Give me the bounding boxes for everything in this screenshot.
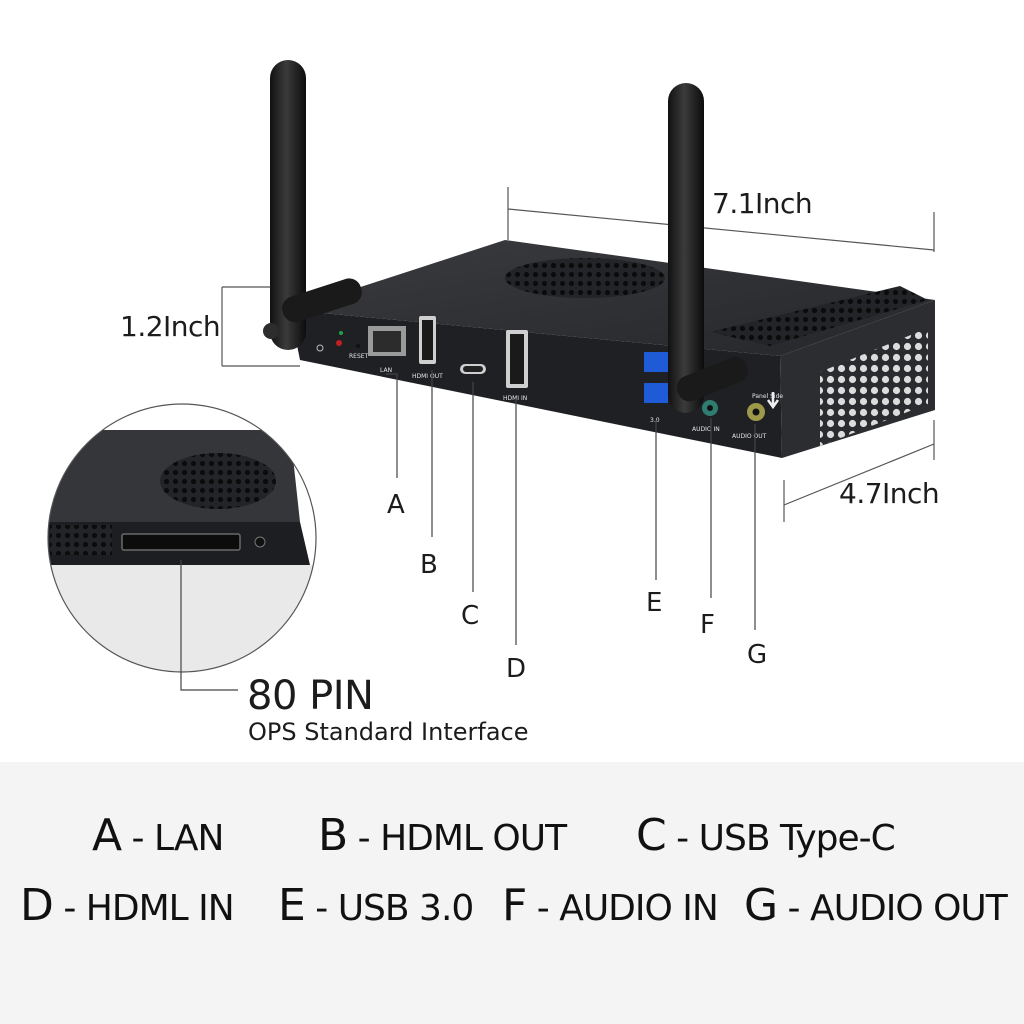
antennas xyxy=(263,60,748,413)
height-label: 1.2Inch xyxy=(120,310,221,343)
width-label: 7.1Inch xyxy=(712,187,813,220)
device-body xyxy=(290,240,935,458)
audio-in-marking: AUDIO IN xyxy=(692,426,720,433)
legend-item-f: F - AUDIO IN xyxy=(502,880,719,931)
reset-marking: RESET xyxy=(349,353,369,360)
hdmi-out-marking: HDMI OUT xyxy=(412,373,443,380)
port-markings: RESET LAN HDMI OUT HDMI IN 3.0 AUDIO IN … xyxy=(349,353,783,440)
legend-item-d: D - HDML IN xyxy=(20,880,235,931)
callout-c: C xyxy=(461,601,480,631)
depth-label: 4.7Inch xyxy=(839,477,940,510)
callout-f: F xyxy=(700,610,715,640)
callout-d: D xyxy=(506,654,527,684)
usb-marking: 3.0 xyxy=(650,417,660,424)
callout-a: A xyxy=(387,490,405,520)
device-illustration: RESET LAN HDMI OUT HDMI IN 3.0 AUDIO IN … xyxy=(47,60,935,691)
audio-out-marking: AUDIO OUT xyxy=(732,433,767,440)
legend-item-c: C - USB Type-C xyxy=(636,810,896,861)
interface-title: 80 PIN xyxy=(247,673,374,719)
callout-e: E xyxy=(646,588,663,618)
magnified-interface-view xyxy=(47,403,317,691)
legend-item-g: G - AUDIO OUT xyxy=(744,880,1008,931)
hdmi-in-marking: HDMI IN xyxy=(503,395,527,402)
legend-item-e: E - USB 3.0 xyxy=(278,880,474,931)
panel-side-marking: Panel Side xyxy=(752,393,783,400)
lan-marking: LAN xyxy=(380,367,392,374)
legend-item-b: B - HDML OUT xyxy=(318,810,567,861)
dimension-lines xyxy=(221,187,935,522)
callout-lines xyxy=(386,370,756,645)
interface-subtitle: OPS Standard Interface xyxy=(248,718,529,746)
callout-g: G xyxy=(747,640,768,670)
port-legend: A - LAN B - HDML OUT C - USB Type-C D - … xyxy=(0,762,1024,1024)
legend-item-a: A - LAN xyxy=(92,810,224,861)
callout-b: B xyxy=(420,550,438,580)
